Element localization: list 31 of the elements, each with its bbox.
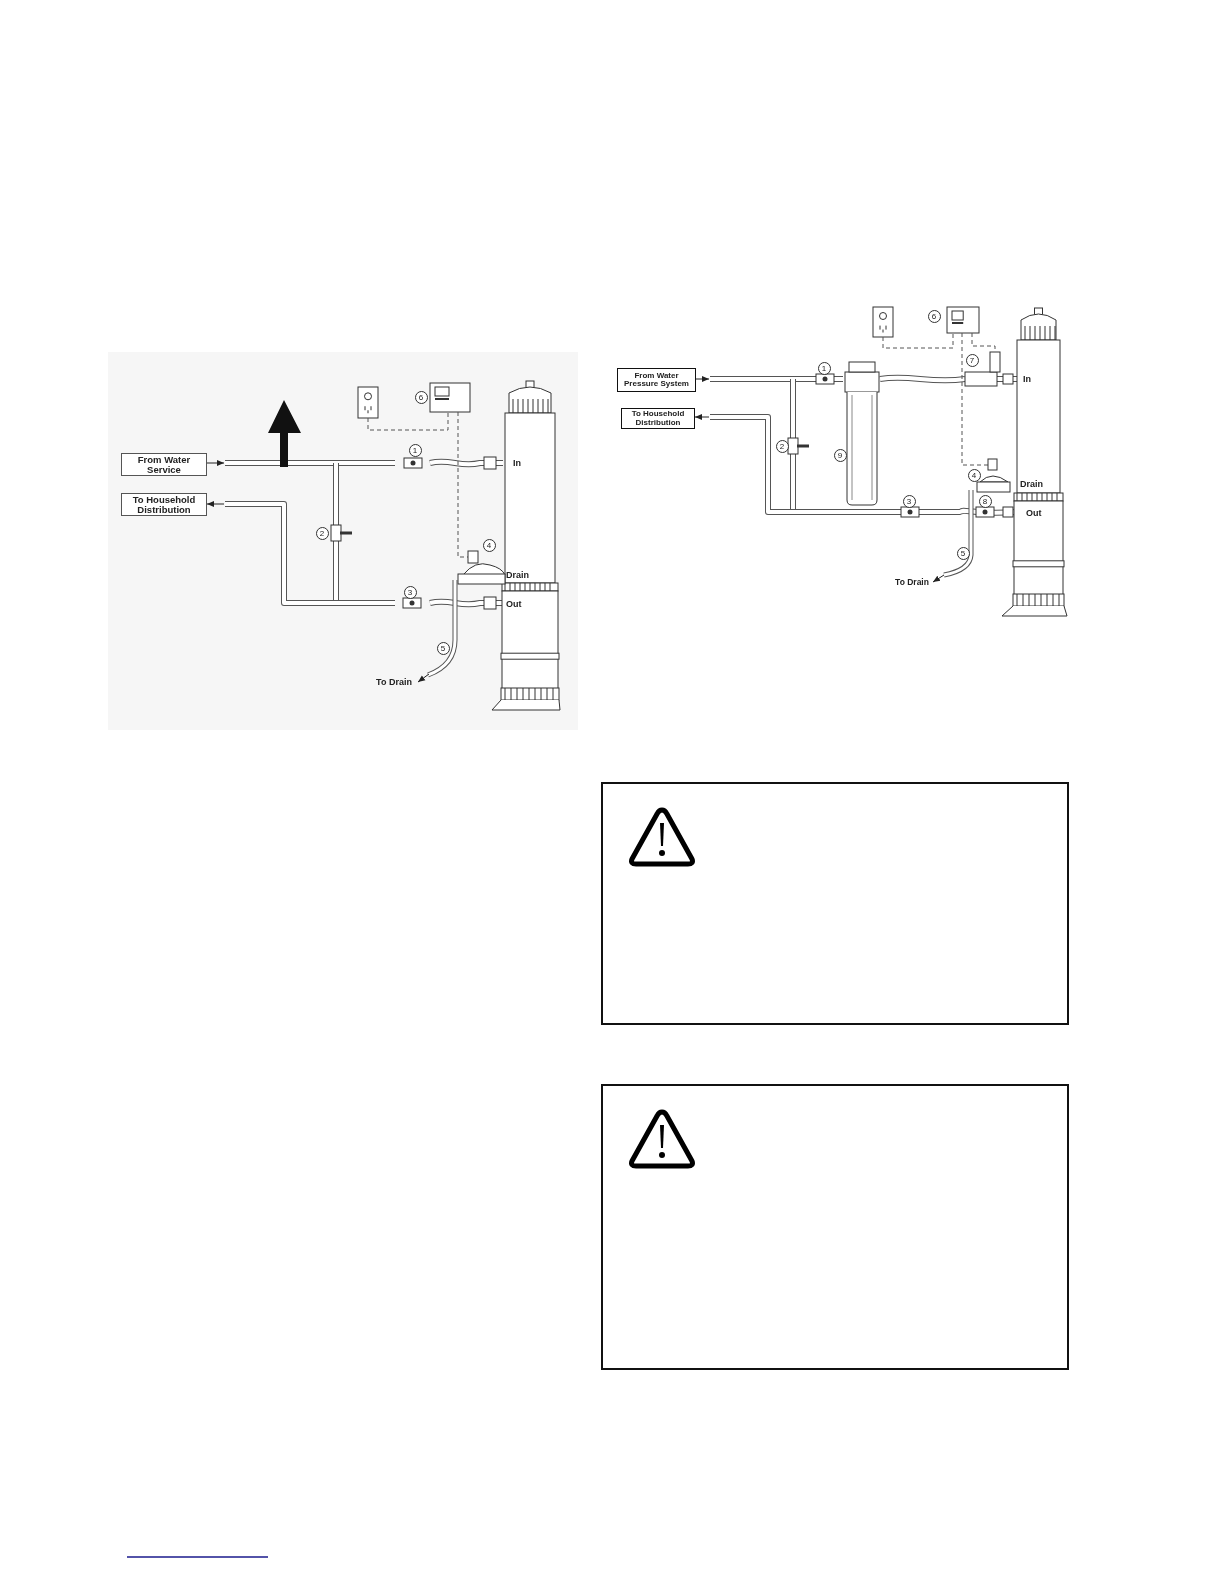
callout-number: 4 [967, 468, 981, 482]
port-label: Out [506, 600, 522, 609]
callout-number: 5 [956, 546, 970, 560]
outlet-label: To Drain [891, 576, 933, 589]
port-label: In [513, 459, 521, 468]
callout-number: 9 [833, 448, 847, 462]
plumbing-drawing [710, 306, 1068, 617]
arrow [695, 376, 710, 382]
outlet-label: To Drain [370, 676, 418, 689]
arrow [932, 574, 945, 583]
port-label: In [1023, 375, 1031, 384]
plumbing-drawing [225, 380, 561, 711]
port-label: Drain [506, 571, 529, 580]
label-box: From Water Pressure System [617, 368, 696, 392]
warning-box [601, 782, 1069, 1025]
warning-box [601, 1084, 1069, 1370]
label-box: From Water Service [121, 453, 207, 476]
label-box: To Household Distribution [621, 408, 695, 429]
port-label: Drain [1020, 480, 1043, 489]
callout-number: 6 [927, 309, 941, 323]
arrow [206, 460, 225, 466]
callout-number: 1 [817, 361, 831, 375]
callout-number: 8 [978, 494, 992, 508]
callout-number: 3 [902, 494, 916, 508]
arrow [206, 501, 225, 507]
port-label: Out [1026, 509, 1042, 518]
label-box: To Household Distribution [121, 493, 207, 516]
arrow [417, 673, 430, 683]
callout-number: 2 [775, 439, 789, 453]
arrow [694, 414, 710, 420]
callout-number: 7 [965, 353, 979, 367]
